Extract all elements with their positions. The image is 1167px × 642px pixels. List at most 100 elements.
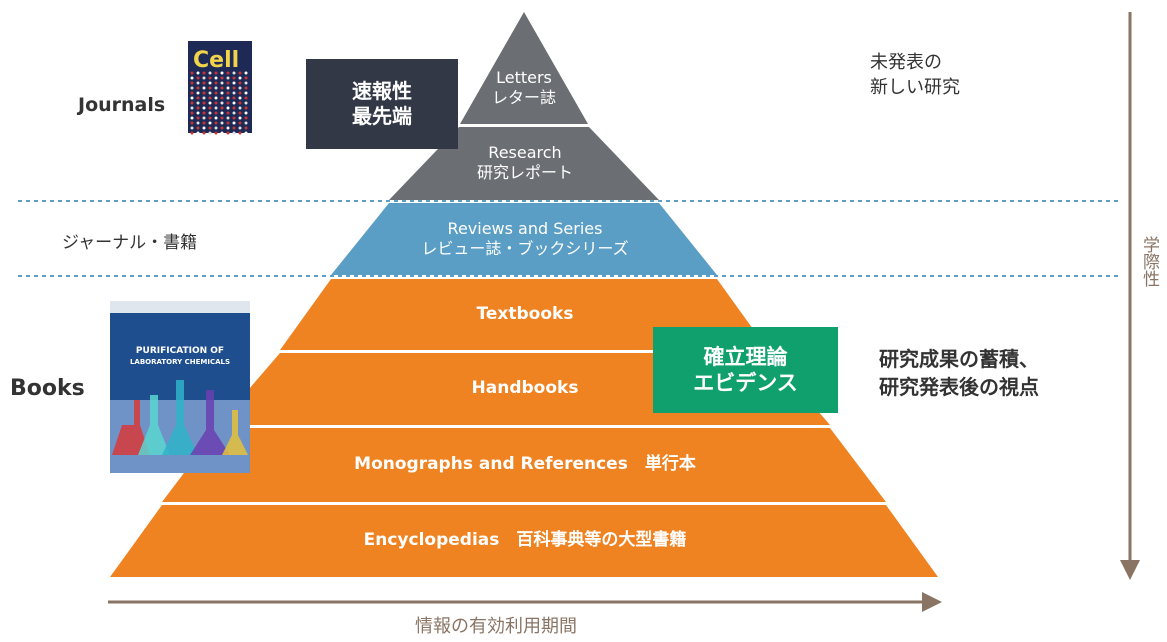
cover-dot (238, 131, 242, 135)
journals-books-label: ジャーナル・書籍 (62, 233, 198, 253)
cover-dot (196, 86, 200, 90)
cover-dot (214, 76, 218, 80)
cover-dot (202, 71, 206, 75)
unpublished-line2: 新しい研究 (870, 77, 960, 99)
tier-research-label: Research 研究レポート (420, 133, 630, 193)
cover-dot (238, 126, 242, 130)
cover-dot (196, 76, 200, 80)
speed-box: 速報性 最先端 (306, 59, 458, 149)
cover-dot (244, 101, 248, 105)
cover-dot (220, 131, 224, 135)
cover-dot (238, 76, 242, 80)
cover-dot (214, 116, 218, 120)
cover-dot (220, 81, 224, 85)
cover-dot (208, 96, 212, 100)
evidence-box-line2: エビデンス (693, 371, 798, 395)
cover-dot (226, 91, 230, 95)
speed-box-line1: 速報性 (352, 79, 412, 103)
cover-dot (214, 86, 218, 90)
cover-dot (244, 86, 248, 90)
cover-dot (190, 131, 194, 135)
cover-dot (244, 106, 248, 110)
cover-dot (232, 76, 236, 80)
cover-dot (196, 91, 200, 95)
cover-dot (238, 96, 242, 100)
cover-dot (190, 126, 194, 130)
cover-dot (208, 101, 212, 105)
cover-dot (226, 106, 230, 110)
journals-label: Journals (78, 94, 166, 116)
horizontal-arrow-head (922, 592, 942, 612)
cover-dot (238, 106, 242, 110)
journal-cover-logo: Cell (193, 48, 239, 73)
cover-dot (238, 86, 242, 90)
evidence-box: 確立理論 エビデンス (653, 327, 838, 413)
cover-dot (220, 86, 224, 90)
cover-dot (214, 126, 218, 130)
tier-reviews-shape (331, 203, 717, 275)
book-cover-title-1: PURIFICATION OF (136, 346, 224, 356)
cover-dot (226, 81, 230, 85)
evidence-box-line1: 確立理論 (703, 344, 788, 369)
cover-dot (220, 76, 224, 80)
cover-dot (202, 91, 206, 95)
cover-dot (196, 111, 200, 115)
cover-dot (214, 101, 218, 105)
cover-dot (208, 111, 212, 115)
cover-dot (232, 111, 236, 115)
cover-dot (238, 81, 242, 85)
cover-dot (202, 131, 206, 135)
cover-dot (196, 81, 200, 85)
cover-dot (232, 121, 236, 125)
cover-dot (238, 101, 242, 105)
cover-dot (220, 101, 224, 105)
cover-dot (244, 131, 248, 135)
vertical-arrow-head (1120, 560, 1140, 580)
accumulation-label: 研究成果の蓄積、 研究発表後の視点 (879, 345, 1039, 401)
tier-handbooks-label: Handbooks (471, 378, 579, 399)
cover-dot (232, 106, 236, 110)
tier-reviews-label: Reviews and Series レビュー誌・ブックシリーズ (360, 209, 690, 269)
cover-dot (226, 126, 230, 130)
cover-dot (202, 76, 206, 80)
cover-dot (226, 116, 230, 120)
cover-dot (232, 91, 236, 95)
tier-research-ja: 研究レポート (476, 163, 573, 182)
cover-dot (232, 126, 236, 130)
cover-dot (214, 81, 218, 85)
cover-dot (190, 121, 194, 125)
cover-dot (190, 81, 194, 85)
cover-dot (214, 131, 218, 135)
cover-dot (244, 71, 248, 75)
cover-dot (226, 86, 230, 90)
cover-dot (232, 81, 236, 85)
cover-dot (196, 121, 200, 125)
cover-dot (226, 76, 230, 80)
cover-dot (220, 121, 224, 125)
cover-dot (244, 126, 248, 130)
tier-letters-label: Letters レター誌 (460, 58, 588, 118)
cover-dot (214, 111, 218, 115)
cover-dot (244, 121, 248, 125)
cover-dot (196, 101, 200, 105)
cover-dot (208, 106, 212, 110)
cover-dot (214, 96, 218, 100)
cover-dot (190, 91, 194, 95)
cover-dot (214, 106, 218, 110)
cover-dot (202, 126, 206, 130)
cover-dot (196, 96, 200, 100)
cover-dot (202, 96, 206, 100)
tier-letters-ja: レター誌 (491, 88, 556, 107)
cover-dot (190, 71, 194, 75)
cover-dot (238, 91, 242, 95)
cover-dot (190, 96, 194, 100)
unpublished-line1: 未発表の (870, 52, 942, 73)
cover-dot (244, 96, 248, 100)
tier-monographs-shape (162, 428, 886, 502)
speed-box-line2: 最先端 (352, 104, 412, 128)
journal-cover-image: Cell (188, 41, 252, 135)
cover-dot (244, 81, 248, 85)
cover-dot (208, 91, 212, 95)
cover-dot (190, 101, 194, 105)
